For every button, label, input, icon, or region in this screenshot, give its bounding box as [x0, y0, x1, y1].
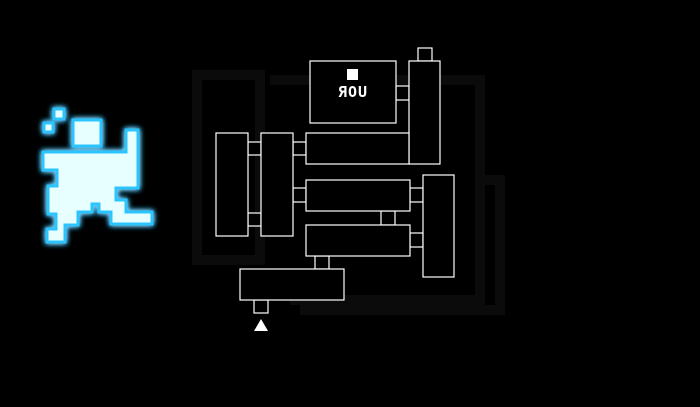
connector-mid-lower: [292, 187, 307, 203]
connector-left-upper: [247, 141, 262, 156]
room-hall-2[interactable]: [305, 179, 411, 212]
current-room-label: ЯOU: [338, 83, 368, 101]
entrance-arrow-icon[interactable]: [254, 319, 268, 331]
room-tower-southeast[interactable]: [422, 174, 455, 278]
room-south[interactable]: [239, 268, 345, 301]
connector-mid-upper: [292, 141, 307, 156]
connector-lower-right: [409, 232, 424, 248]
room-tower-east[interactable]: [408, 60, 441, 165]
room-hall-1[interactable]: [305, 132, 410, 165]
connector-hall-down: [380, 210, 396, 226]
connector-entrance: [253, 299, 269, 314]
connector-hall-right: [409, 187, 424, 203]
room-west-1[interactable]: [215, 132, 249, 237]
connector-left-lower: [247, 212, 262, 227]
connector-lower-down: [314, 255, 330, 270]
connector-you-east: [395, 85, 410, 101]
running-man-icon: [41, 107, 154, 244]
room-hall-3[interactable]: [305, 224, 411, 257]
room-west-2[interactable]: [260, 132, 294, 237]
you-square-icon: [347, 69, 358, 80]
connector-top-ladder: [417, 47, 433, 62]
